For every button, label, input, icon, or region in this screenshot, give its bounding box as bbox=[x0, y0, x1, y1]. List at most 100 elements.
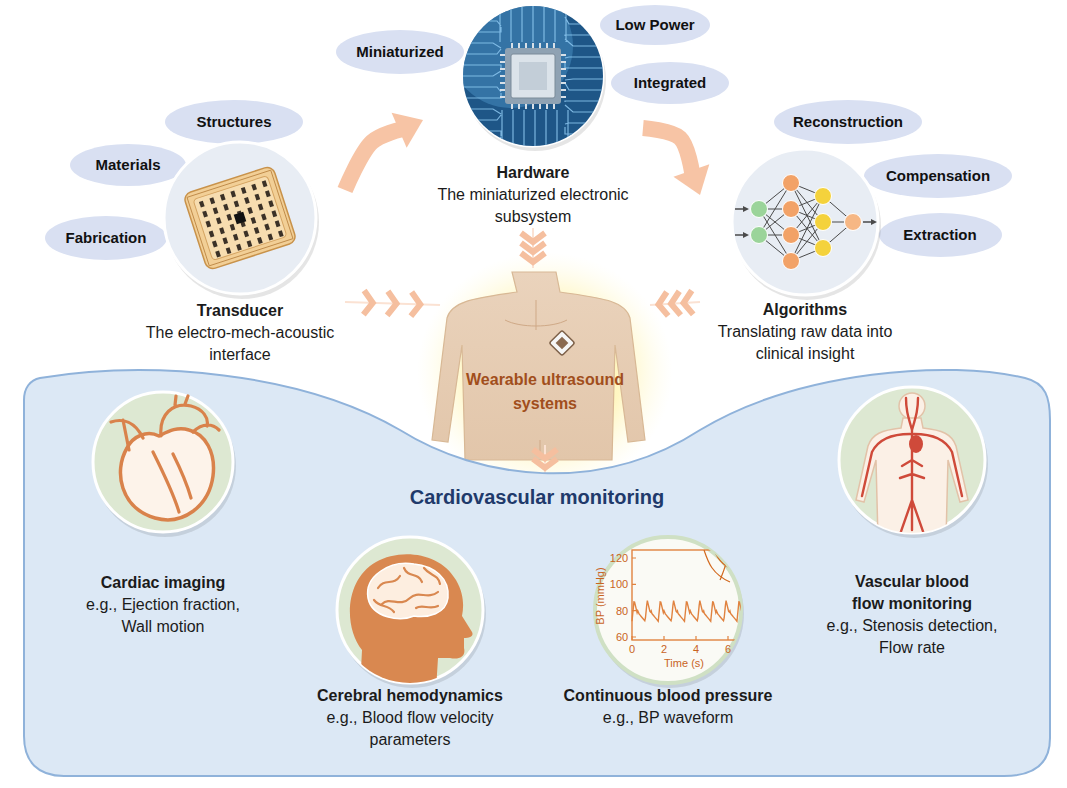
bp-waveform bbox=[632, 601, 743, 621]
chevron-connector bbox=[521, 228, 545, 268]
bubble-ellipse bbox=[864, 154, 1012, 198]
heart-vessels bbox=[111, 396, 219, 512]
feature-label: Miniaturized bbox=[356, 43, 444, 61]
neck-artery-sketch bbox=[704, 550, 744, 582]
axis-tick-label: 6 bbox=[725, 643, 731, 655]
human-torso bbox=[432, 272, 645, 460]
body-group bbox=[856, 393, 968, 540]
transducer-element bbox=[233, 234, 239, 241]
patch-inner bbox=[193, 176, 287, 261]
head-group bbox=[350, 554, 473, 690]
feature-bubble: Extraction bbox=[878, 212, 1003, 258]
chip-top bbox=[511, 54, 555, 98]
topic-illustration bbox=[162, 140, 318, 296]
chevron-mark bbox=[411, 292, 421, 316]
network-neuron bbox=[815, 214, 832, 231]
axis-label-slot: 100 bbox=[610, 578, 628, 590]
network-neuron bbox=[783, 175, 800, 192]
bubble-ellipse bbox=[45, 216, 167, 260]
chevron-connector bbox=[650, 290, 700, 316]
axis-tick-label: 100 bbox=[610, 578, 628, 590]
topic-description: e.g., Blood flow velocity parameters bbox=[308, 707, 513, 751]
topic-title: Continuous blood pressure bbox=[556, 685, 781, 707]
chevron-mark bbox=[683, 290, 693, 314]
topic-description: e.g., Ejection fraction, Wall motion bbox=[74, 594, 252, 638]
topic-title: Cardiac imaging bbox=[74, 572, 252, 594]
transducer-element bbox=[230, 224, 236, 231]
feature-bubble: Miniaturized bbox=[335, 29, 465, 75]
network-neuron bbox=[815, 240, 832, 257]
topic-circle: Vascular blood flow monitoringe.g., Sten… bbox=[816, 385, 1008, 659]
transducer-element bbox=[254, 227, 260, 234]
chevron-connector bbox=[345, 291, 440, 317]
transducer-element bbox=[226, 214, 232, 221]
bubble-ellipse bbox=[879, 213, 1002, 257]
chevron-mark bbox=[521, 253, 545, 262]
transducer-element bbox=[264, 224, 270, 231]
transducer-element bbox=[243, 230, 249, 237]
feature-label: Structures bbox=[196, 113, 271, 131]
feature-bubble: Materials bbox=[69, 143, 187, 187]
bubble-ellipse bbox=[600, 5, 710, 45]
transducer-element bbox=[234, 200, 240, 207]
transducer-element bbox=[275, 220, 281, 227]
transducer-element bbox=[216, 217, 222, 224]
transducer-element bbox=[213, 207, 219, 214]
feature-label: Materials bbox=[95, 156, 160, 174]
chevron-connector bbox=[533, 445, 557, 473]
network-neuron bbox=[845, 214, 862, 231]
network-neuron bbox=[751, 201, 768, 218]
topic-description: The electro-mech-acoustic interface bbox=[135, 322, 345, 366]
axis-tick-label: 120 bbox=[610, 552, 628, 564]
topic-circle-shape bbox=[164, 142, 316, 294]
topic-title: Hardware bbox=[423, 162, 643, 184]
transducer-element bbox=[222, 237, 228, 244]
axis-tick-label: 2 bbox=[661, 643, 667, 655]
axis-tick-label: 0 bbox=[629, 643, 635, 655]
body-head bbox=[899, 393, 925, 419]
chart-frame bbox=[632, 550, 742, 640]
bubble-ellipse bbox=[774, 100, 922, 144]
feature-label: Reconstruction bbox=[793, 113, 903, 131]
axis-tick-label: BP (mmHg) bbox=[594, 567, 606, 624]
illustration-group bbox=[839, 387, 988, 540]
transducer-element bbox=[258, 204, 264, 211]
topic-title: Algorithms bbox=[700, 299, 910, 321]
arrow-shaft bbox=[643, 128, 692, 172]
feature-bubble: Low Power bbox=[599, 4, 711, 46]
topic-title: Vascular blood flow monitoring bbox=[840, 571, 985, 615]
transducer-element bbox=[262, 180, 268, 187]
illustration-group bbox=[595, 537, 744, 688]
chip-base bbox=[505, 48, 561, 104]
topic-circle: HardwareThe miniaturized electronic subs… bbox=[423, 4, 643, 228]
feature-bubble: Fabrication bbox=[44, 215, 168, 261]
artery-tree bbox=[862, 398, 962, 540]
bubble-ellipse bbox=[165, 100, 303, 144]
transducer-element bbox=[199, 201, 205, 208]
application-band: Cardiovascular monitoringCardiac imaging… bbox=[22, 360, 1052, 778]
topic-circle-shape bbox=[93, 392, 233, 532]
transducer-element bbox=[209, 231, 215, 238]
feature-label: Extraction bbox=[903, 226, 976, 244]
arrow-head bbox=[673, 164, 709, 195]
transducer-element bbox=[220, 194, 226, 201]
patch-substrate bbox=[183, 165, 297, 270]
axis-label-slot: BP (mmHg) bbox=[594, 567, 606, 624]
transducer-element bbox=[268, 200, 274, 207]
transducer-element bbox=[206, 221, 212, 228]
arrow-shaft bbox=[345, 130, 401, 190]
transducer-patch bbox=[183, 165, 297, 270]
transducer-element bbox=[247, 240, 253, 247]
topic-circle: TransducerThe electro-mech-acoustic inte… bbox=[135, 140, 345, 366]
circuit-board bbox=[449, 0, 605, 148]
illustration-group bbox=[449, 0, 606, 151]
illustration-group bbox=[93, 392, 236, 537]
arrow-head bbox=[392, 113, 423, 148]
transducer-element bbox=[212, 241, 218, 248]
feature-bubble: Structures bbox=[164, 99, 304, 145]
bubble-ellipse bbox=[611, 62, 729, 104]
chevron-mark bbox=[521, 233, 545, 242]
